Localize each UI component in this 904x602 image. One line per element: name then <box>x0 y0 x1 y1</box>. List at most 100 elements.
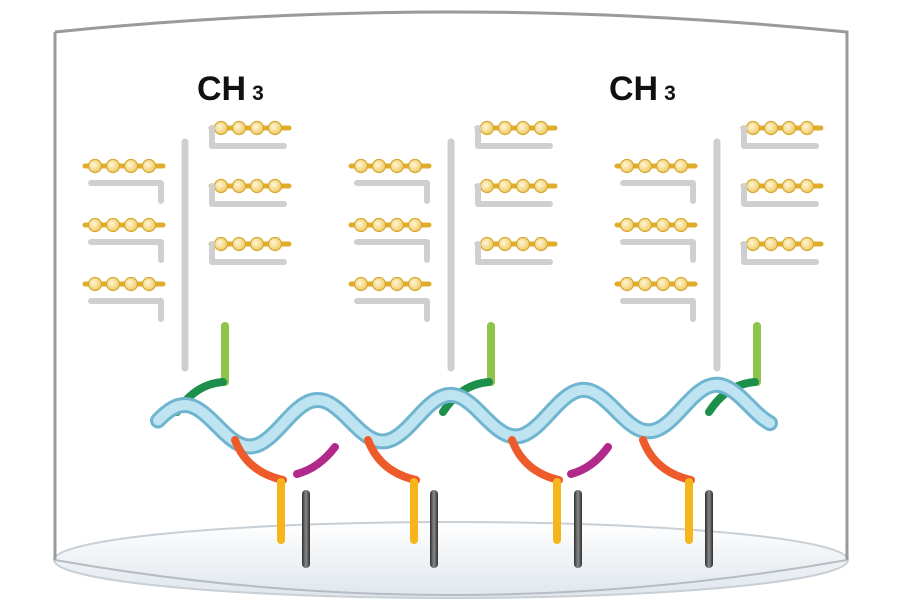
bead <box>213 178 229 194</box>
scaffold-bracket <box>475 125 553 149</box>
bead <box>619 158 635 174</box>
scaffold-bracket <box>88 180 164 204</box>
container-outline <box>53 10 849 560</box>
bead-chain-icon <box>474 178 558 194</box>
bead-chain-icon <box>348 158 432 174</box>
bead <box>213 236 229 252</box>
bead <box>87 217 103 233</box>
dark-bar <box>430 490 438 568</box>
bead-chain-icon <box>348 217 432 233</box>
scaffold-bracket <box>209 241 287 265</box>
bead <box>407 217 423 233</box>
magenta-arc <box>567 443 612 478</box>
bead <box>123 276 139 292</box>
dark-bar <box>302 490 310 568</box>
bead <box>371 276 387 292</box>
bead <box>249 178 265 194</box>
container-floor <box>53 521 849 599</box>
bead <box>763 178 779 194</box>
magenta-arc <box>293 443 339 478</box>
dark-bar <box>574 490 582 568</box>
bead <box>353 276 369 292</box>
bead <box>497 120 513 136</box>
helix-strand-icon <box>150 376 778 455</box>
scaffold-bracket <box>475 183 553 207</box>
scaffold-bracket <box>354 239 430 263</box>
bead <box>267 236 283 252</box>
scaffold-bracket <box>475 241 553 265</box>
bead <box>407 276 423 292</box>
bead <box>637 217 653 233</box>
bead <box>515 120 531 136</box>
bead <box>533 120 549 136</box>
scaffold-bracket <box>741 183 819 207</box>
bead <box>799 120 815 136</box>
bead <box>515 178 531 194</box>
binding-unit <box>639 436 713 568</box>
orange-arc <box>639 436 695 484</box>
dark-bar <box>705 490 713 568</box>
scaffold-bracket <box>741 125 819 149</box>
bead <box>371 158 387 174</box>
bead <box>141 158 157 174</box>
bead <box>533 236 549 252</box>
bead <box>353 158 369 174</box>
bead <box>231 236 247 252</box>
bead-chain-icon <box>82 217 166 233</box>
scaffold-bracket <box>620 298 696 322</box>
bead-chain-icon <box>740 236 824 252</box>
scaffold-bracket <box>209 125 287 149</box>
orange-arc <box>364 436 420 484</box>
ch3-label-left-sub: 3 <box>252 82 264 105</box>
molecule-clusters <box>82 120 824 416</box>
binding-unit <box>364 436 438 568</box>
ch3-label-right-sub: 3 <box>664 82 676 105</box>
bead <box>637 276 653 292</box>
scaffold-bracket <box>209 183 287 207</box>
bead <box>763 120 779 136</box>
ch3-label-left-main: CH <box>197 70 247 108</box>
bead <box>389 158 405 174</box>
scaffold-bracket <box>88 239 164 263</box>
bead-chain-icon <box>348 276 432 292</box>
bead <box>619 276 635 292</box>
bead <box>497 178 513 194</box>
bead-chain-icon <box>474 120 558 136</box>
bead <box>655 276 671 292</box>
bead-chain-icon <box>740 120 824 136</box>
bead <box>745 120 761 136</box>
bead <box>249 236 265 252</box>
container <box>53 10 849 599</box>
bead <box>515 236 531 252</box>
bead <box>655 158 671 174</box>
scaffold-bracket <box>620 239 696 263</box>
bead <box>231 178 247 194</box>
bead <box>213 120 229 136</box>
scaffold-bracket <box>354 180 430 204</box>
bead <box>479 120 495 136</box>
bead-chain-icon <box>82 158 166 174</box>
bead <box>497 236 513 252</box>
bead-chain-icon <box>208 120 292 136</box>
bead <box>87 158 103 174</box>
bead <box>533 178 549 194</box>
bead <box>123 158 139 174</box>
bead <box>479 236 495 252</box>
binding-unit <box>231 436 339 568</box>
bead-chain-icon <box>208 236 292 252</box>
ch3-label-right-main: CH <box>609 70 659 108</box>
bead <box>389 276 405 292</box>
bead-chain-icon <box>614 276 698 292</box>
bead <box>745 236 761 252</box>
bead <box>799 236 815 252</box>
bead <box>673 158 689 174</box>
bead <box>781 120 797 136</box>
bead <box>87 276 103 292</box>
scaffold-bracket <box>620 180 696 204</box>
scaffold-bracket <box>88 298 164 322</box>
bead <box>249 120 265 136</box>
container-rim-bottom <box>54 559 848 596</box>
lower-components <box>231 436 713 568</box>
